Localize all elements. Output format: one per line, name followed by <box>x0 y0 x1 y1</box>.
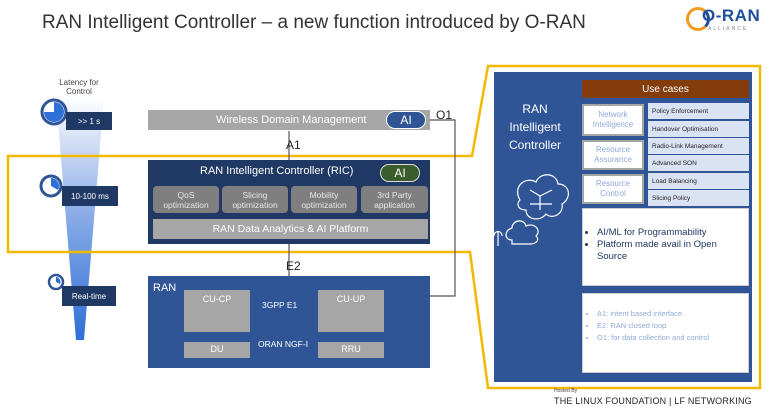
wireless-domain-management: Wireless Domain Management <box>148 110 430 130</box>
o1-label: O1 <box>436 108 453 122</box>
interface-points-box: A1: intent based interface E2: RAN close… <box>582 293 749 373</box>
cu-cp-node: CU-CP <box>184 290 250 332</box>
ric-function-3rd-party: 3rd Party application <box>361 186 428 213</box>
ai-point: AI/ML for Programmability <box>597 227 748 239</box>
cu-up-node: CU-UP <box>318 290 384 332</box>
latency-label: Latency for Control <box>59 78 99 96</box>
wdm-ai-badge: AI <box>386 111 426 129</box>
ai-point: Platform made avail in Open Source <box>597 239 748 263</box>
oran-logo: O-RAN ALLIANCE <box>686 6 770 36</box>
ric-ai-badge: AI <box>380 164 420 182</box>
interface-point: E2: RAN closed loop <box>597 320 748 332</box>
use-case-item: Load Balancing <box>648 173 749 189</box>
ric-title: RAN Intelligent Controller (RIC) <box>200 165 354 177</box>
use-case-item: Radio-Link Management <box>648 138 749 154</box>
interface-point: A1: intent based interface <box>597 308 748 320</box>
ric-platform: RAN Data Analytics & AI Platform <box>153 219 428 239</box>
o1-line <box>430 119 456 297</box>
ranic-panel-title: RAN Intelligent Controller <box>508 102 562 152</box>
use-case-category: Resource Assurance <box>582 140 644 170</box>
latency-badge-medium: 10-100 ms <box>62 186 118 206</box>
timer-icons <box>39 98 68 291</box>
ric-highlight-outline <box>6 64 762 390</box>
ric-function-qos: QoS optimization <box>153 186 219 213</box>
logo-text: O-RAN <box>702 6 761 25</box>
interface-point: O1: for data collection and control <box>597 332 748 344</box>
logo-subtext: ALLIANCE <box>708 26 749 32</box>
e2-label: E2 <box>286 259 301 273</box>
latency-cone <box>56 98 104 340</box>
linux-foundation-logo: THE LINUX FOUNDATION | LF NETWORKING <box>554 396 752 406</box>
use-case-item: Advanced SON <box>648 155 749 171</box>
brain-cloud-icon <box>493 174 569 246</box>
ric-function-mobility: Mobility optimization <box>291 186 357 213</box>
a1-label: A1 <box>286 138 301 152</box>
use-cases-header: Use cases <box>582 80 749 98</box>
use-case-item: Policy Enforcement <box>648 103 749 119</box>
use-case-category: Network Intelligence <box>582 104 644 136</box>
hosted-by-label: Hosted By <box>554 388 578 394</box>
e1-link-label: 3GPP E1 <box>262 300 298 310</box>
ran-label: RAN <box>153 282 177 294</box>
ngfi-link-label: ORAN NGF-I <box>258 339 309 349</box>
use-case-category: Resource Control <box>582 174 644 204</box>
latency-badge-realtime: Real-time <box>62 286 116 306</box>
du-node: DU <box>184 342 250 358</box>
ric-function-slicing: Slicing optimization <box>222 186 288 213</box>
use-case-item: Handover Optimisation <box>648 121 749 137</box>
rru-node: RRU <box>318 342 384 358</box>
ai-points-box: AI/ML for Programmability Platform made … <box>582 208 749 286</box>
page-title: RAN Intelligent Controller – a new funct… <box>42 12 586 33</box>
latency-badge-slow: >> 1 s <box>66 112 112 130</box>
logo-ring-icon <box>686 7 710 31</box>
use-case-item: Slicing Policy <box>648 190 749 206</box>
